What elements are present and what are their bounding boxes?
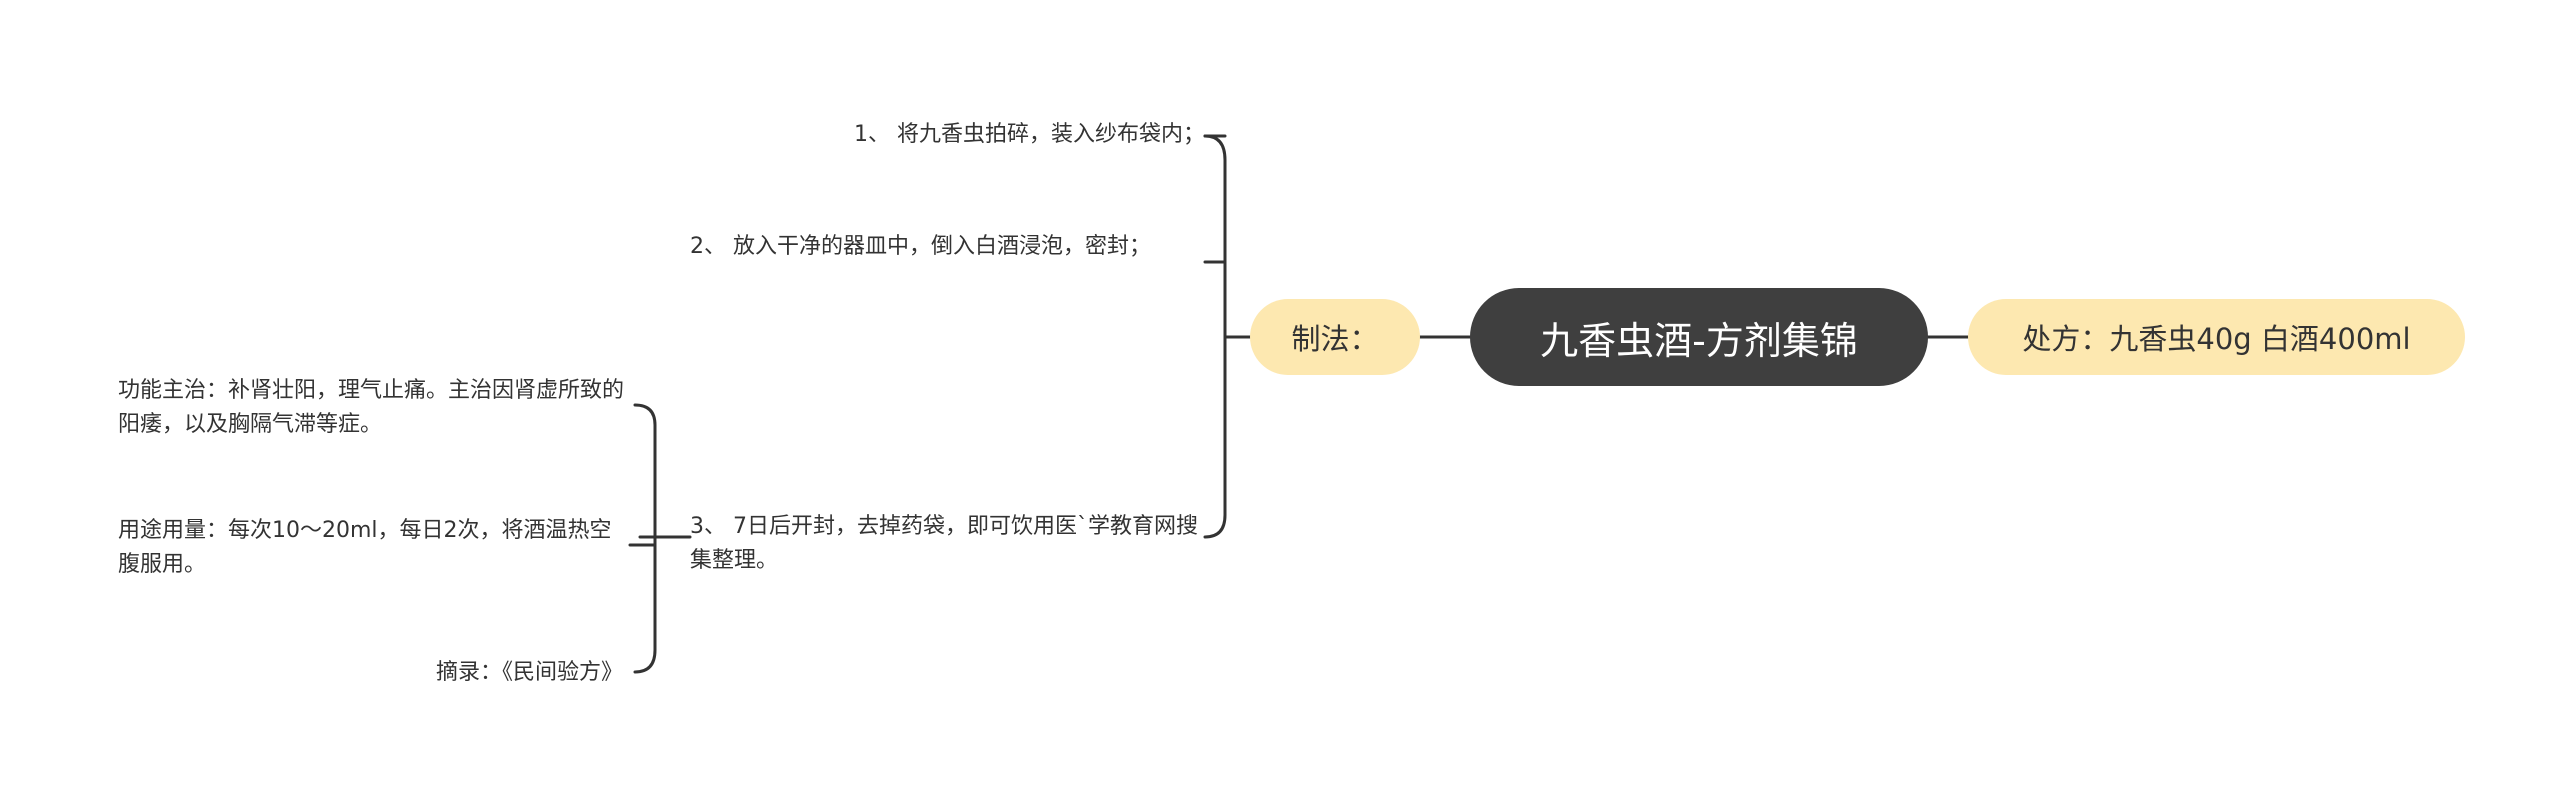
bracket-steps bbox=[1203, 134, 1227, 539]
detail-usage[interactable]: 用途用量：每次10～20ml，每日2次，将酒温热空腹服用。 bbox=[118, 518, 612, 577]
step-3[interactable]: 3、 7日后开封，去掉药袋，即可饮用医`学教育网搜集整理。 bbox=[690, 514, 1198, 573]
method-node[interactable]: 制法： bbox=[1250, 299, 1420, 375]
step-1[interactable]: 1、 将九香虫拍碎，装入纱布袋内； bbox=[854, 122, 1205, 147]
detail-source[interactable]: 摘录：《民间验方》 bbox=[435, 660, 623, 685]
root-node[interactable]: 九香虫酒-方剂集锦 bbox=[1470, 288, 1928, 386]
recipe-node[interactable]: 处方：九香虫40g 白酒400ml bbox=[1968, 299, 2465, 375]
bracket-details bbox=[633, 403, 657, 674]
detail-function[interactable]: 功能主治：补肾壮阳，理气止痛。主治因肾虚所致的阳痿，以及胸隔气滞等症。 bbox=[118, 378, 625, 437]
step-2[interactable]: 2、 放入干净的器皿中，倒入白酒浸泡，密封； bbox=[690, 234, 1151, 259]
